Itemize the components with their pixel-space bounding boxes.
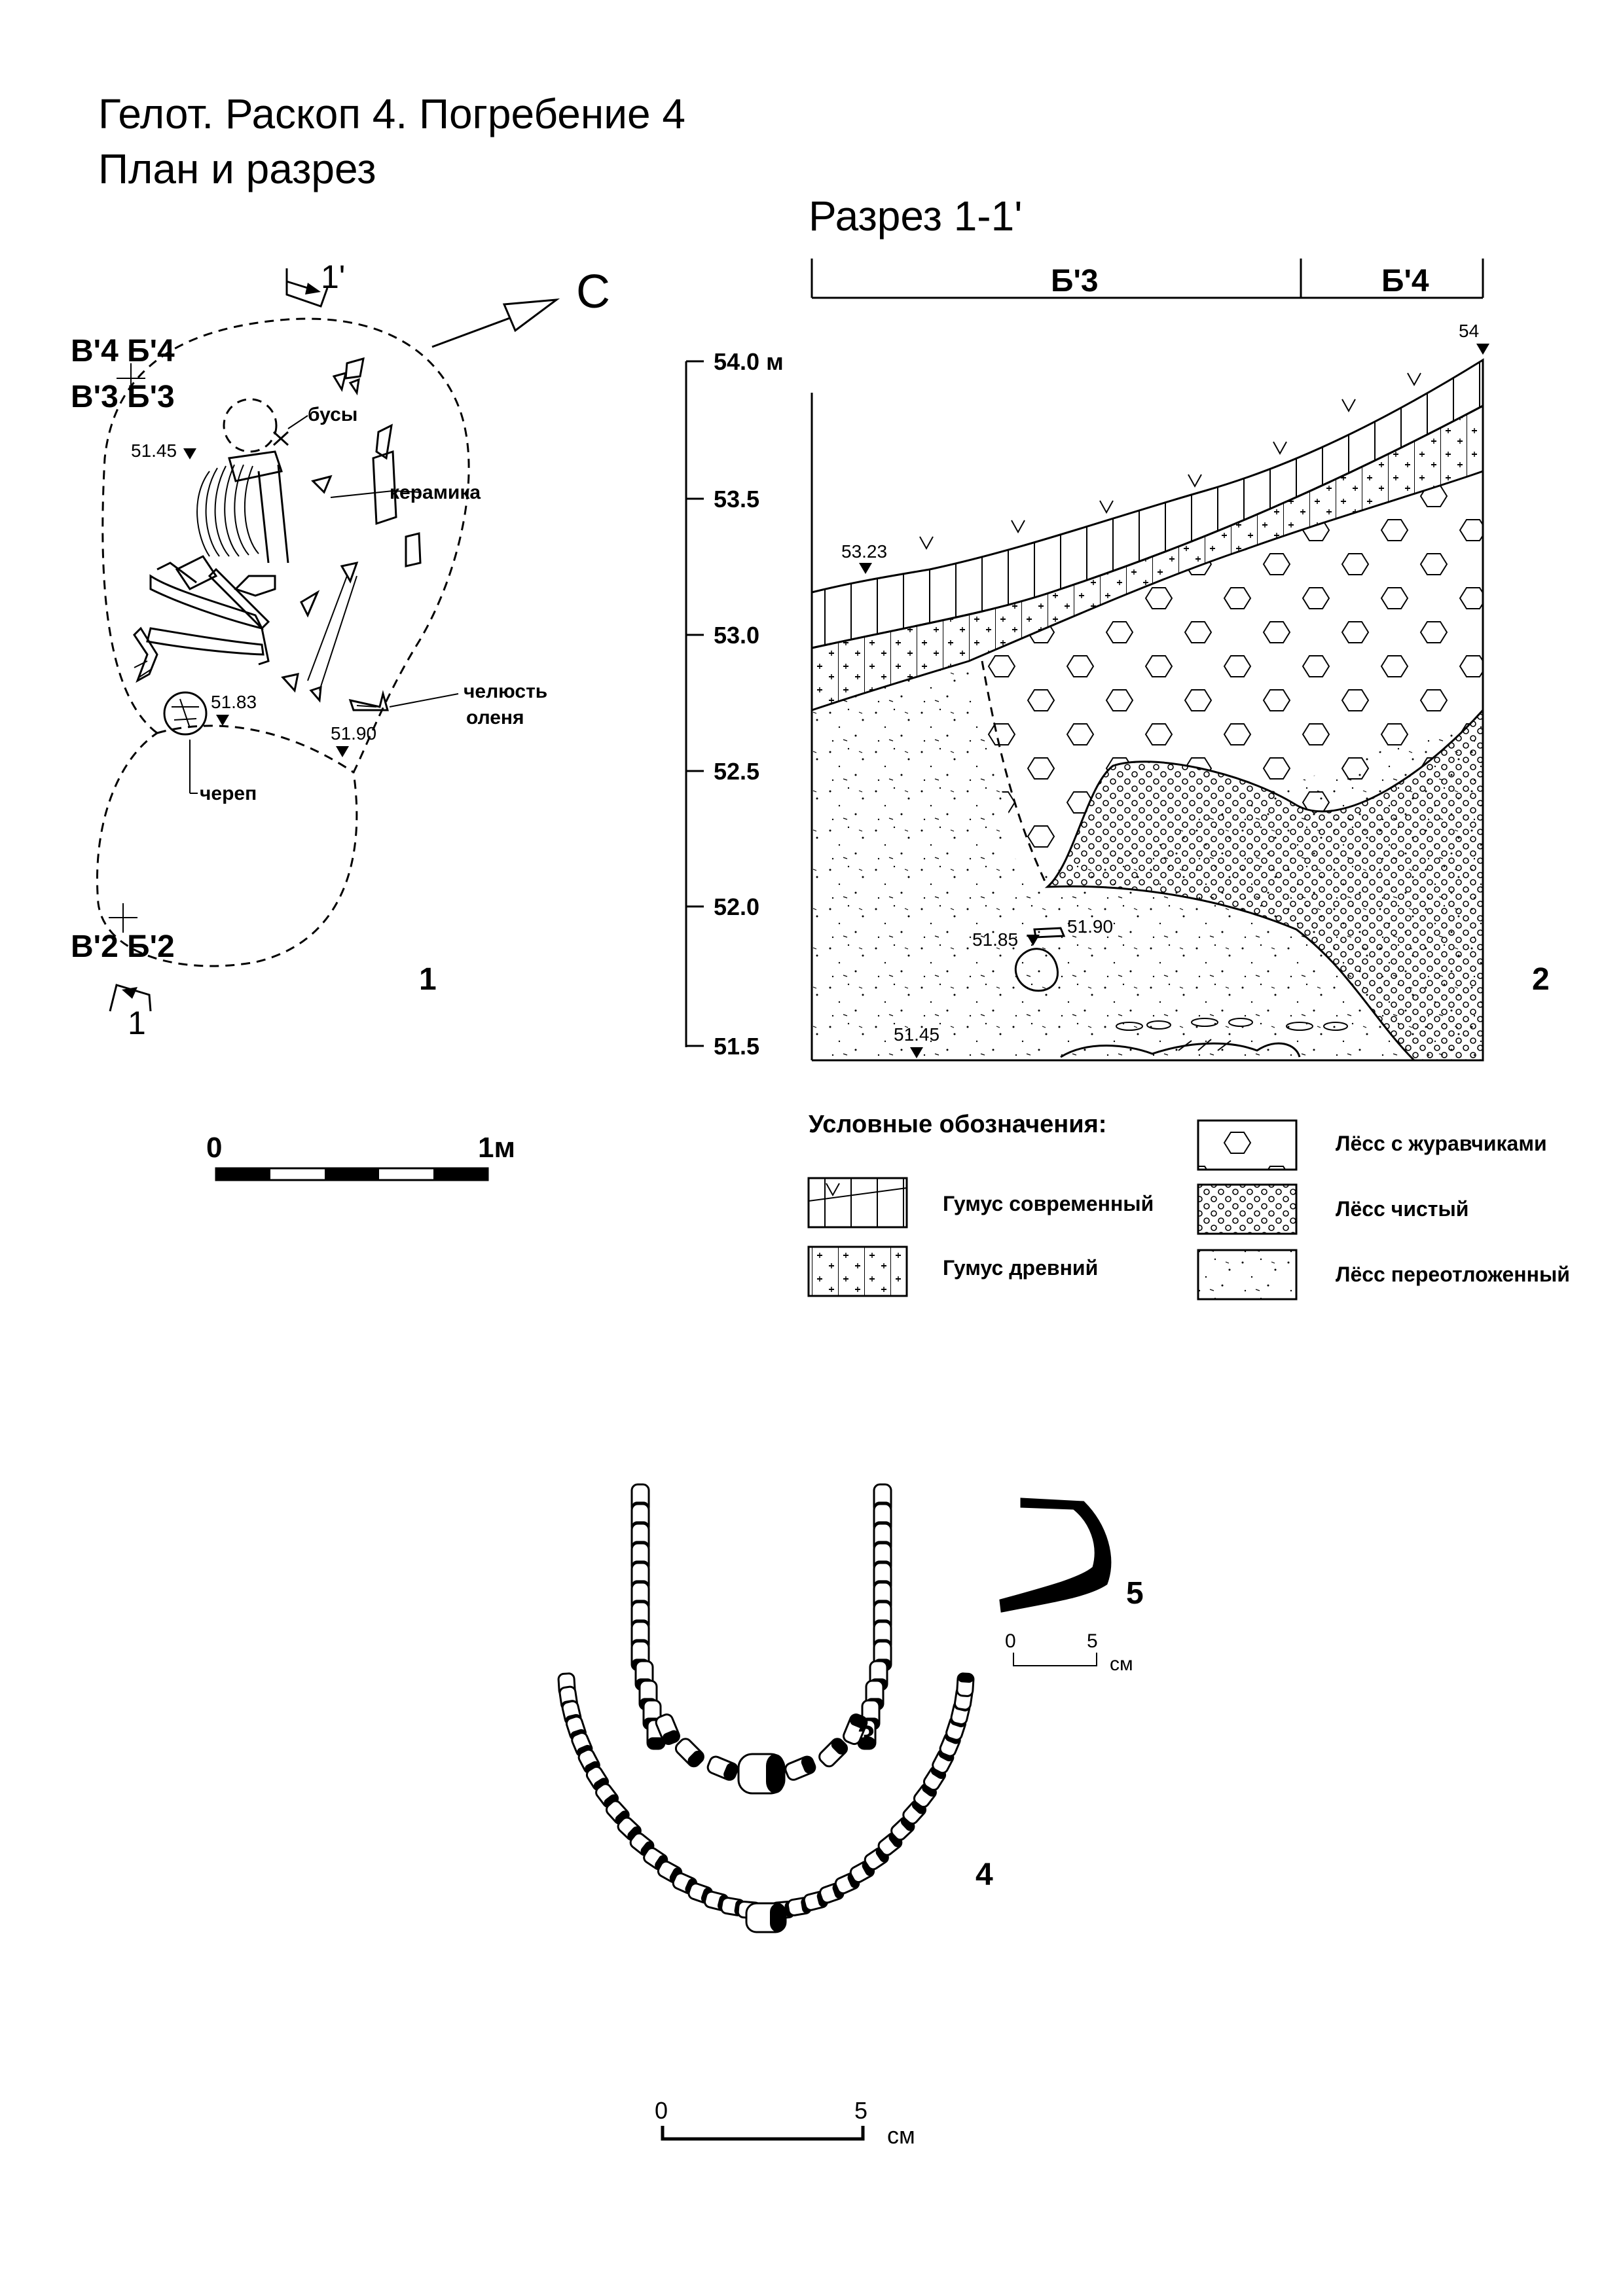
legend-title: Условные обозначения: <box>809 1111 1106 1138</box>
figure-number-4: 4 <box>976 1857 993 1892</box>
svg-text:51.45: 51.45 <box>894 1024 939 1045</box>
beads-scale-bar: 0 5 см <box>655 2097 915 2149</box>
legend-loess-redeposited: Лёсс переотложенный <box>1197 1249 1570 1300</box>
ceramic-sherds <box>281 357 422 703</box>
svg-text:54: 54 <box>1459 321 1479 341</box>
svg-text:52.0: 52.0 <box>714 893 759 920</box>
plan-scale-bar: 0 1м <box>206 1132 515 1181</box>
label-skull: череп <box>200 783 257 804</box>
legend: Условные обозначения: Гумус современный … <box>807 1111 1570 1300</box>
beads-marker <box>272 415 308 446</box>
figure-number-5: 5 <box>1126 1576 1144 1611</box>
leader-lines <box>189 490 459 794</box>
label-jaw-2: оленя <box>466 707 524 728</box>
svg-text:53.5: 53.5 <box>714 486 759 512</box>
svg-text:0: 0 <box>655 2097 668 2124</box>
svg-text:51.45: 51.45 <box>131 440 177 461</box>
bead <box>843 1713 868 1746</box>
square-label-b3: Б'3 <box>1051 264 1099 298</box>
svg-text:см: см <box>887 2122 915 2149</box>
bead <box>737 1753 786 1795</box>
svg-text:51.83: 51.83 <box>211 692 257 712</box>
bead <box>956 1672 975 1697</box>
svg-text:0: 0 <box>206 1132 222 1164</box>
title-line-2: План и разрез <box>98 145 376 192</box>
layer-loess-with-concretions <box>969 471 1483 887</box>
grave-outline <box>96 317 470 967</box>
label-ceramics: керамика <box>390 482 481 503</box>
bead <box>674 1738 704 1768</box>
svg-text:Гумус древний: Гумус древний <box>943 1256 1098 1280</box>
grave-plan: С 1' 1 В'4 Б'4 В'3 Б'3 В'2 Б'2 <box>71 259 610 1181</box>
svg-text:Гумус современный: Гумус современный <box>943 1192 1154 1215</box>
bead <box>784 1755 816 1781</box>
legend-loess-clean: Лёсс чистый <box>1197 1183 1468 1235</box>
svg-text:см: см <box>1110 1653 1133 1675</box>
grid-label-v2-b2: В'2 Б'2 <box>71 929 175 964</box>
necklace-3 <box>630 1483 892 1795</box>
bead <box>655 1713 680 1746</box>
svg-text:53.23: 53.23 <box>841 541 887 562</box>
section-title: Разрез 1-1' <box>809 192 1022 240</box>
svg-text:1: 1 <box>128 1005 146 1041</box>
svg-text:52.5: 52.5 <box>714 758 759 785</box>
skeleton <box>133 398 289 683</box>
legend-loess-concretions: Лёсс с журавчиками <box>1197 1119 1547 1171</box>
section-elevations: 54 53.23 51.85 51.90 51.45 <box>841 321 1489 1058</box>
svg-text:53.0: 53.0 <box>714 622 759 649</box>
bead <box>818 1738 848 1768</box>
section-profile: Разрез 1-1' Б'3 Б'4 54.0 м 53.5 53.0 52.… <box>685 192 1550 1062</box>
title-line-1: Гелот. Раскоп 4. Погребение 4 <box>98 90 685 137</box>
turf-marks <box>919 372 1421 550</box>
label-jaw-1: челюсть <box>464 681 547 702</box>
square-label-b4: Б'4 <box>1381 264 1429 298</box>
figure-number-3: 3 <box>858 1720 875 1755</box>
section-finds <box>1014 927 1348 1058</box>
deer-jaw <box>348 690 389 711</box>
figure-number-2: 2 <box>1532 962 1550 997</box>
svg-text:5: 5 <box>1087 1630 1098 1652</box>
square-ruler: Б'3 Б'4 <box>811 259 1484 299</box>
layer-humus-modern <box>811 358 1484 649</box>
svg-text:51.90: 51.90 <box>1067 916 1113 937</box>
svg-text:51.85: 51.85 <box>972 929 1018 950</box>
plan-elevations: 51.45 51.83 51.90 <box>131 440 376 757</box>
svg-text:54.0 м: 54.0 м <box>714 348 784 375</box>
section-mark-top: 1' <box>285 259 345 308</box>
legend-humus-modern: Гумус современный <box>807 1177 1154 1229</box>
bead <box>706 1755 739 1781</box>
vessel-rim-5: 5 0 5 см <box>999 1498 1144 1675</box>
grid-label-v3-b3: В'3 Б'3 <box>71 380 175 414</box>
svg-text:51.90: 51.90 <box>331 723 376 744</box>
grid-label-v4-b4: В'4 Б'4 <box>71 334 175 368</box>
svg-text:0: 0 <box>1005 1630 1016 1652</box>
skull <box>163 691 208 736</box>
section-mark-bottom: 1 <box>109 984 152 1041</box>
svg-text:Лёсс переотложенный: Лёсс переотложенный <box>1336 1263 1570 1286</box>
bead <box>745 1902 787 1933</box>
svg-text:1': 1' <box>321 259 345 295</box>
rim-scale-bar: 0 5 см <box>1005 1630 1133 1675</box>
figure-title: Гелот. Раскоп 4. Погребение 4 План и раз… <box>98 90 685 192</box>
label-beads: бусы <box>308 404 357 425</box>
necklace-4 <box>557 1672 975 1933</box>
elevation-axis: 54.0 м 53.5 53.0 52.5 52.0 51.5 <box>685 348 784 1060</box>
svg-text:Лёсс чистый: Лёсс чистый <box>1336 1197 1468 1221</box>
svg-text:Лёсс с журавчиками: Лёсс с журавчиками <box>1336 1132 1547 1155</box>
north-arrow: С <box>431 266 610 348</box>
grid-crosses <box>109 363 145 933</box>
svg-text:5: 5 <box>854 2097 867 2124</box>
north-label: С <box>576 266 610 318</box>
svg-text:51.5: 51.5 <box>714 1033 759 1060</box>
svg-text:1м: 1м <box>478 1132 515 1164</box>
figure-number-1: 1 <box>419 962 437 997</box>
legend-humus-ancient: Гумус древний <box>807 1246 1098 1297</box>
